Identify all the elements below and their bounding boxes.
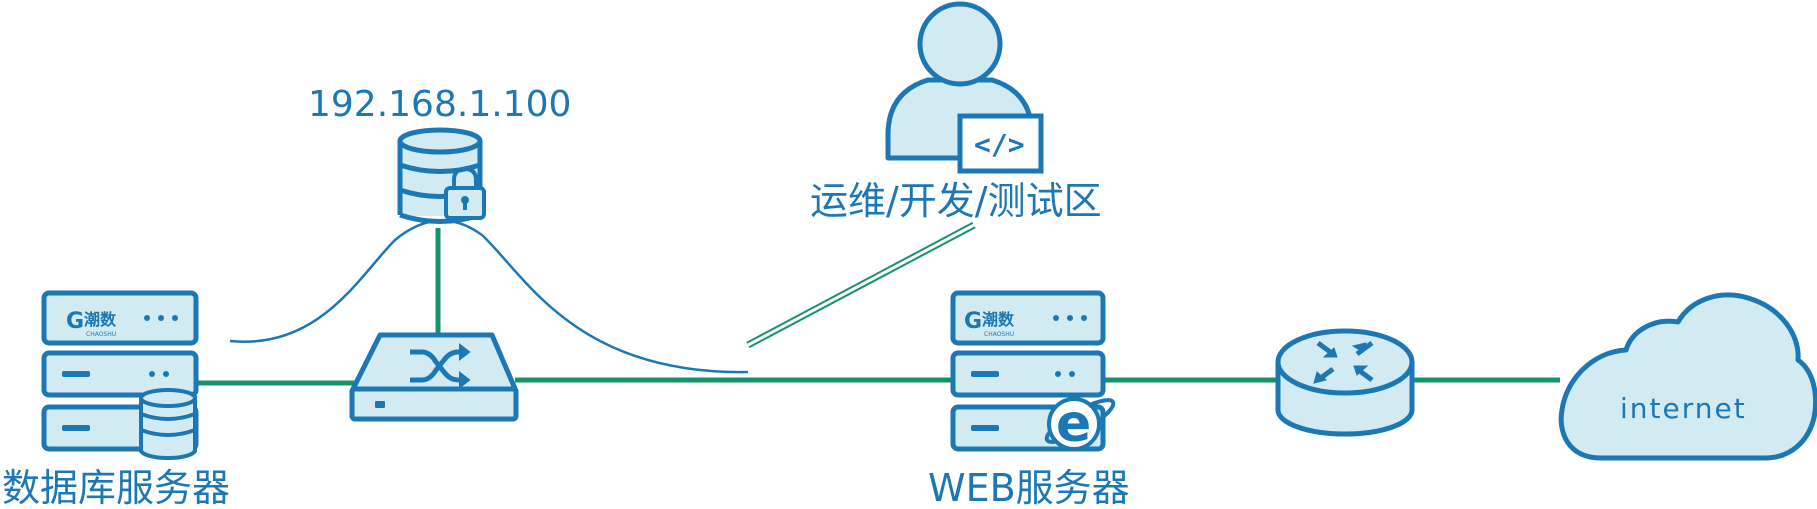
- web-server-label: WEB服务器: [928, 466, 1130, 509]
- brand-logo-subtext: CHAOSHU: [86, 331, 116, 338]
- database-server[interactable]: G 潮数 CHAOSHU: [41, 290, 199, 460]
- code-icon: </>: [957, 113, 1044, 174]
- cloud-icon: [1558, 292, 1817, 461]
- router[interactable]: [1275, 328, 1415, 437]
- svg-text:</>: </>: [974, 128, 1025, 161]
- web-server[interactable]: G 潮数 CHAOSHU e: [950, 290, 1118, 454]
- svg-text:G: G: [66, 309, 84, 334]
- locked-storage[interactable]: [397, 127, 486, 224]
- storage-ip-label: 192.168.1.100: [308, 84, 571, 125]
- brand-logo: G 潮数 CHAOSHU: [66, 309, 117, 338]
- brand-logo-text: 潮数: [982, 310, 1015, 329]
- ops-zone-label: 运维/开发/测试区: [810, 179, 1102, 223]
- svg-text:G: G: [964, 309, 982, 334]
- brand-logo: G 潮数 CHAOSHU: [964, 309, 1015, 338]
- padlock-icon: [444, 166, 486, 220]
- database-icon: [139, 388, 197, 460]
- svg-text:e: e: [1056, 394, 1091, 454]
- brand-logo-text: 潮数: [84, 310, 117, 329]
- brand-logo-subtext: CHAOSHU: [984, 331, 1014, 338]
- internet-label: internet: [1620, 392, 1747, 425]
- router-arrows-icon: [1313, 340, 1374, 384]
- ops-user[interactable]: </>: [885, 1, 1044, 174]
- connections: [195, 221, 1560, 386]
- browser-e-icon: e: [1044, 394, 1116, 454]
- database-server-label: 数据库服务器: [2, 466, 230, 509]
- link-ops-zone-inner: [747, 223, 975, 347]
- shuffle-arrows-icon: [410, 342, 471, 390]
- network-switch[interactable]: [349, 332, 519, 422]
